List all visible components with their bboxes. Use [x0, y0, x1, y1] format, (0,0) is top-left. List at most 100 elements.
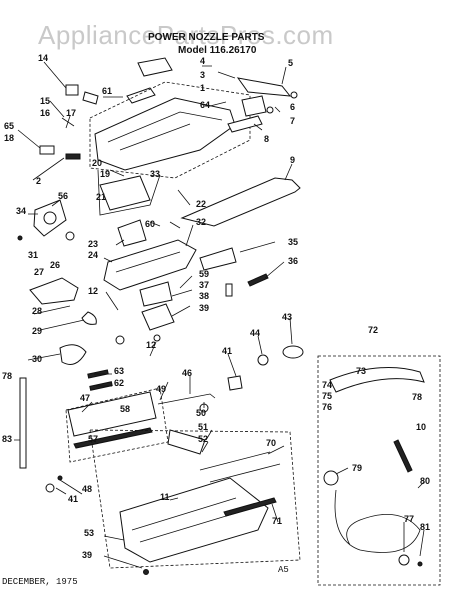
callout-label: 24	[88, 250, 98, 260]
callout-label: 72	[368, 325, 378, 335]
diagram-title: POWER NOZZLE PARTS	[148, 32, 265, 43]
callout-label: 80	[420, 476, 430, 486]
callout-label: 59	[199, 269, 209, 279]
callout-label: 23	[88, 239, 98, 249]
part-pad	[137, 57, 173, 77]
callout-label: 77	[404, 514, 414, 524]
callout-label: 11	[160, 492, 170, 502]
drive-assembly	[103, 219, 269, 345]
callout-label: 39	[82, 550, 92, 560]
callout-label: 57	[88, 434, 98, 444]
callout-label: 5	[288, 58, 293, 68]
callout-label: 43	[282, 312, 292, 322]
callout-label: 28	[32, 306, 42, 316]
callout-label: 18	[4, 133, 14, 143]
nozzle-hood-group	[89, 57, 251, 216]
callout-label: 26	[50, 260, 60, 270]
part-37-motor	[139, 281, 173, 307]
part-61	[126, 87, 156, 104]
callout-label: 52	[198, 434, 208, 444]
callout-label: 74	[322, 380, 332, 390]
callout-label: 76	[322, 402, 332, 412]
callout-label: 63	[114, 366, 124, 376]
callout-label: 19	[100, 169, 110, 179]
callout-label: 71	[272, 516, 282, 526]
callout-label: 4	[200, 56, 205, 66]
part-57	[73, 427, 153, 449]
callout-label: 64	[200, 100, 210, 110]
callout-label: 38	[199, 291, 209, 301]
callout-label: 39	[199, 303, 209, 313]
callout-label: 29	[32, 326, 42, 336]
part-hood	[94, 97, 236, 171]
callout-label: 6	[290, 102, 295, 112]
callout-label: 53	[84, 528, 94, 538]
callout-label: 32	[196, 217, 206, 227]
callout-label: 16	[40, 108, 50, 118]
leader-lines	[14, 61, 425, 569]
callout-label: 2	[36, 176, 41, 186]
part-5	[236, 77, 292, 97]
part-38	[141, 303, 175, 331]
callout-label: 78	[412, 392, 422, 402]
callout-label: 14	[38, 53, 48, 63]
left-small-parts	[39, 84, 99, 160]
callout-label: 31	[28, 250, 38, 260]
callout-label: 15	[40, 96, 50, 106]
callout-label: 83	[2, 434, 12, 444]
callout-label: 50	[196, 408, 206, 418]
callout-label: 3	[200, 70, 205, 80]
callout-label: 10	[416, 422, 426, 432]
callout-label: 51	[198, 422, 208, 432]
callout-label: 9	[290, 155, 295, 165]
part-32-housing	[103, 239, 197, 291]
part-73-hose	[329, 367, 425, 393]
callout-label: 8	[264, 134, 269, 144]
callout-label: 81	[420, 522, 430, 532]
hose-group	[317, 355, 441, 586]
part-29	[81, 311, 97, 325]
callout-label: 47	[80, 393, 90, 403]
footer-date: DECEMBER, 1975	[2, 577, 78, 587]
callout-label: 21	[96, 192, 106, 202]
callout-label: 49	[156, 384, 166, 394]
callout-label: 22	[196, 199, 206, 209]
callout-label: 41	[68, 494, 78, 504]
model-number: Model 116.26170	[178, 45, 257, 56]
bracket-group	[180, 77, 301, 227]
callout-labels: 14 4 5 3 61 1 6 15 64 16 17 7 65 18 8 9 …	[2, 53, 430, 560]
callout-label: 36	[288, 256, 298, 266]
callout-label: 60	[145, 219, 155, 229]
part-35	[199, 247, 237, 271]
callout-label: 7	[290, 116, 295, 126]
callout-label: 70	[266, 438, 276, 448]
callout-label: 58	[120, 404, 130, 414]
callout-label: 12	[88, 286, 98, 296]
callout-label: 62	[114, 378, 124, 388]
base-plate-group	[89, 345, 304, 575]
callout-label: 73	[356, 366, 366, 376]
callout-label: 48	[82, 484, 92, 494]
part-53-base	[119, 477, 269, 563]
callout-label: 56	[58, 191, 68, 201]
callout-label: 78	[2, 371, 12, 381]
callout-label: 34	[16, 206, 26, 216]
callout-label: 44	[250, 328, 260, 338]
callout-label: 35	[288, 237, 298, 247]
callout-label: 75	[322, 391, 332, 401]
part-8	[227, 115, 263, 133]
callout-label: 17	[66, 108, 76, 118]
callout-label: 46	[182, 368, 192, 378]
part-28	[29, 277, 79, 305]
callout-label: 33	[150, 169, 160, 179]
callout-label: 61	[102, 86, 112, 96]
callout-label: 41	[222, 346, 232, 356]
part-71	[223, 497, 277, 517]
shaft-group	[19, 377, 63, 493]
part-10	[393, 439, 413, 473]
callout-label: 27	[34, 267, 44, 277]
part-52	[167, 429, 206, 455]
part-30	[59, 344, 87, 365]
callout-label: 79	[352, 463, 362, 473]
